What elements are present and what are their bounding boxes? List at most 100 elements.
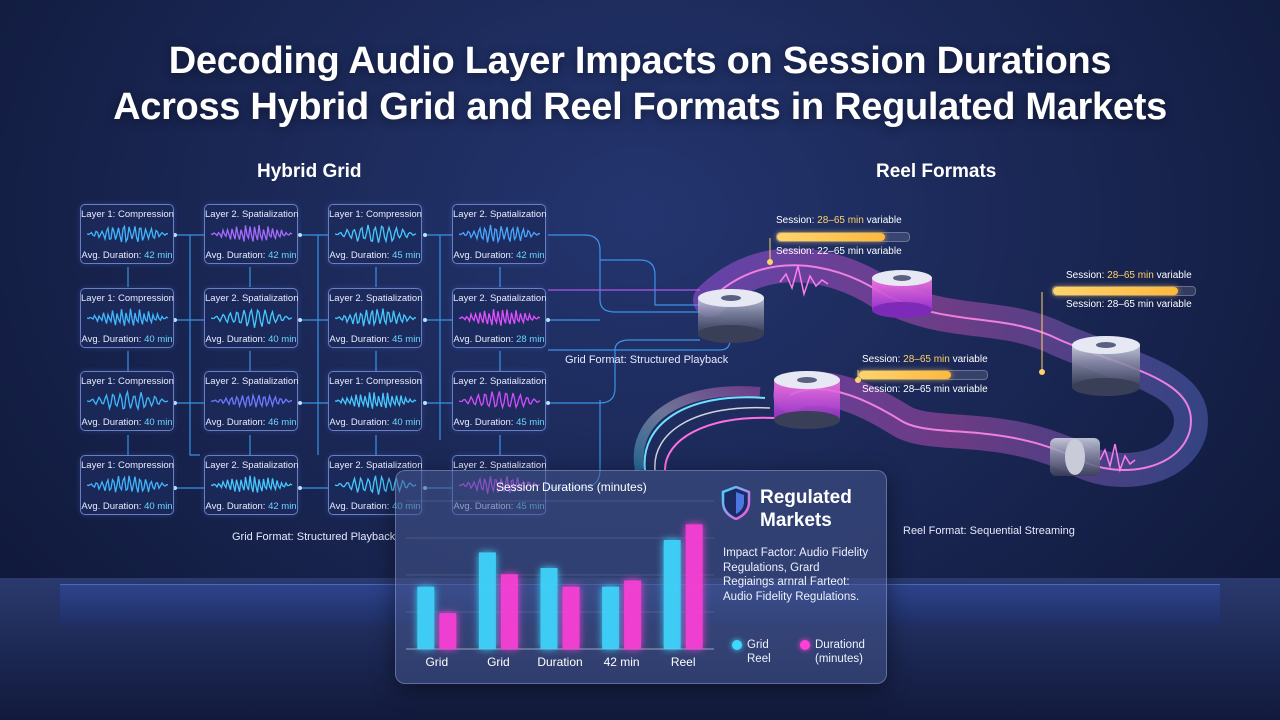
waveform-icon bbox=[87, 475, 169, 493]
layer-name: Layer 2. Spatialization bbox=[329, 293, 423, 304]
grid-caption-upper: Grid Format: Structured Playback bbox=[565, 354, 729, 366]
reel-cylinder bbox=[774, 371, 840, 429]
avg-duration-value: 40 min bbox=[268, 334, 297, 345]
legend-item-grid: Grid Reel bbox=[747, 638, 771, 666]
avg-duration: Avg. Duration: 46 min bbox=[205, 417, 297, 428]
legend-label: (minutes) bbox=[815, 653, 863, 665]
connector-nodes bbox=[173, 233, 550, 490]
session-prefix: Session: bbox=[776, 215, 815, 226]
session-label-secondary: Session: 28–65 min variable bbox=[1066, 299, 1192, 310]
avg-duration: Avg. Duration: 40 min bbox=[329, 417, 421, 428]
chart-category-label: Duration bbox=[537, 655, 582, 669]
layer-name: Layer 2. Spatialization bbox=[205, 376, 299, 387]
grid-caption-lower: Grid Format: Structured Playback bbox=[232, 531, 396, 543]
legend-swatch-cyan bbox=[732, 640, 742, 650]
chart-category-label: Grid bbox=[425, 655, 448, 669]
avg-duration-label: Avg. Duration: bbox=[329, 250, 390, 261]
avg-duration-label: Avg. Duration: bbox=[453, 250, 514, 261]
chart-bar bbox=[478, 552, 496, 649]
session-bar-fill bbox=[777, 233, 886, 241]
waveform-trace bbox=[459, 224, 540, 244]
layer-name: Layer 1: Compression bbox=[81, 209, 174, 220]
session-bar-fill bbox=[859, 371, 952, 379]
avg-duration-label: Avg. Duration: bbox=[329, 334, 390, 345]
page-title: Decoding Audio Layer Impacts on Session … bbox=[0, 38, 1280, 130]
chart-bar bbox=[540, 567, 558, 649]
avg-duration-value: 40 min bbox=[144, 501, 173, 512]
reel-cylinder bbox=[698, 289, 764, 343]
waveform-icon bbox=[459, 224, 540, 244]
title-line-1: Decoding Audio Layer Impacts on Session … bbox=[168, 40, 1112, 82]
avg-duration: Avg. Duration: 40 min bbox=[81, 501, 173, 512]
layer-name: Layer 2. Spatialization bbox=[329, 460, 423, 471]
layer-name: Layer 2. Spatialization bbox=[453, 376, 547, 387]
chart-category-label: Grid bbox=[487, 655, 510, 669]
layer-name: Layer 1: Compression bbox=[81, 293, 174, 304]
avg-duration-value: 42 min bbox=[516, 250, 545, 261]
chart-category-label: 42 min bbox=[604, 655, 640, 669]
layer-name: Layer 2. Spatialization bbox=[205, 209, 299, 220]
session-markers bbox=[767, 238, 1045, 383]
legend-label: Grid bbox=[747, 639, 769, 651]
layer-name: Layer 2. Spatialization bbox=[453, 460, 547, 471]
session-range: 28–65 min bbox=[817, 215, 864, 226]
reel-caption: Reel Format: Sequential Streaming bbox=[903, 525, 1075, 537]
avg-duration: Avg. Duration: 42 min bbox=[81, 250, 173, 261]
waveform-trace bbox=[211, 475, 293, 493]
waveform-trace bbox=[87, 389, 169, 412]
avg-duration: Avg. Duration: 42 min bbox=[453, 250, 545, 261]
avg-duration-label: Avg. Duration: bbox=[205, 501, 266, 512]
session-label-secondary: Session: 28–65 min variable bbox=[862, 384, 988, 395]
avg-duration-value: 45 min bbox=[392, 334, 421, 345]
avg-duration-value: 46 min bbox=[268, 417, 297, 428]
chart-bar bbox=[417, 586, 435, 649]
waveform-trace bbox=[335, 308, 416, 328]
chart-bar bbox=[562, 586, 580, 649]
waveform-trace bbox=[335, 224, 417, 244]
legend-label: Reel bbox=[747, 653, 771, 665]
avg-duration-label: Avg. Duration: bbox=[81, 417, 142, 428]
waveform-icon bbox=[459, 391, 541, 410]
avg-duration-value: 28 min bbox=[516, 334, 545, 345]
waveform-trace bbox=[87, 308, 169, 326]
avg-duration-label: Avg. Duration: bbox=[205, 334, 266, 345]
avg-duration-label: Avg. Duration: bbox=[329, 501, 390, 512]
hybrid-grid-label: Hybrid Grid bbox=[257, 161, 362, 182]
chart-bar bbox=[685, 524, 703, 649]
avg-duration: Avg. Duration: 40 min bbox=[81, 417, 173, 428]
avg-duration-value: 40 min bbox=[392, 417, 421, 428]
impact-factor-text: Impact Factor: Audio Fidelity Regulation… bbox=[723, 547, 869, 603]
waveform-trace bbox=[211, 225, 293, 242]
chart-bar bbox=[500, 574, 518, 649]
avg-duration: Avg. Duration: 40 min bbox=[81, 334, 173, 345]
waveform-trace bbox=[87, 475, 169, 493]
layer-name: Layer 2. Spatialization bbox=[205, 460, 299, 471]
session-label: Session: 28–65 min variable bbox=[862, 354, 988, 365]
avg-duration: Avg. Duration: 45 min bbox=[329, 250, 421, 261]
chart-bar bbox=[624, 580, 642, 649]
avg-duration-label: Avg. Duration: bbox=[81, 501, 142, 512]
layer-name: Layer 2. Spatialization bbox=[453, 293, 547, 304]
avg-duration-value: 42 min bbox=[268, 501, 297, 512]
chart-bar bbox=[602, 586, 620, 649]
chart-category-label: Reel bbox=[671, 655, 696, 669]
reel-cylinder bbox=[1050, 438, 1100, 476]
avg-duration: Avg. Duration: 45 min bbox=[453, 417, 545, 428]
avg-duration: Avg. Duration: 42 min bbox=[205, 501, 297, 512]
waveform-icon bbox=[335, 308, 416, 328]
grid-connectors bbox=[127, 234, 731, 489]
session-suffix: variable bbox=[1156, 270, 1192, 281]
avg-duration-label: Avg. Duration: bbox=[205, 417, 266, 428]
avg-duration-value: 40 min bbox=[144, 334, 173, 345]
session-bar bbox=[776, 232, 910, 242]
